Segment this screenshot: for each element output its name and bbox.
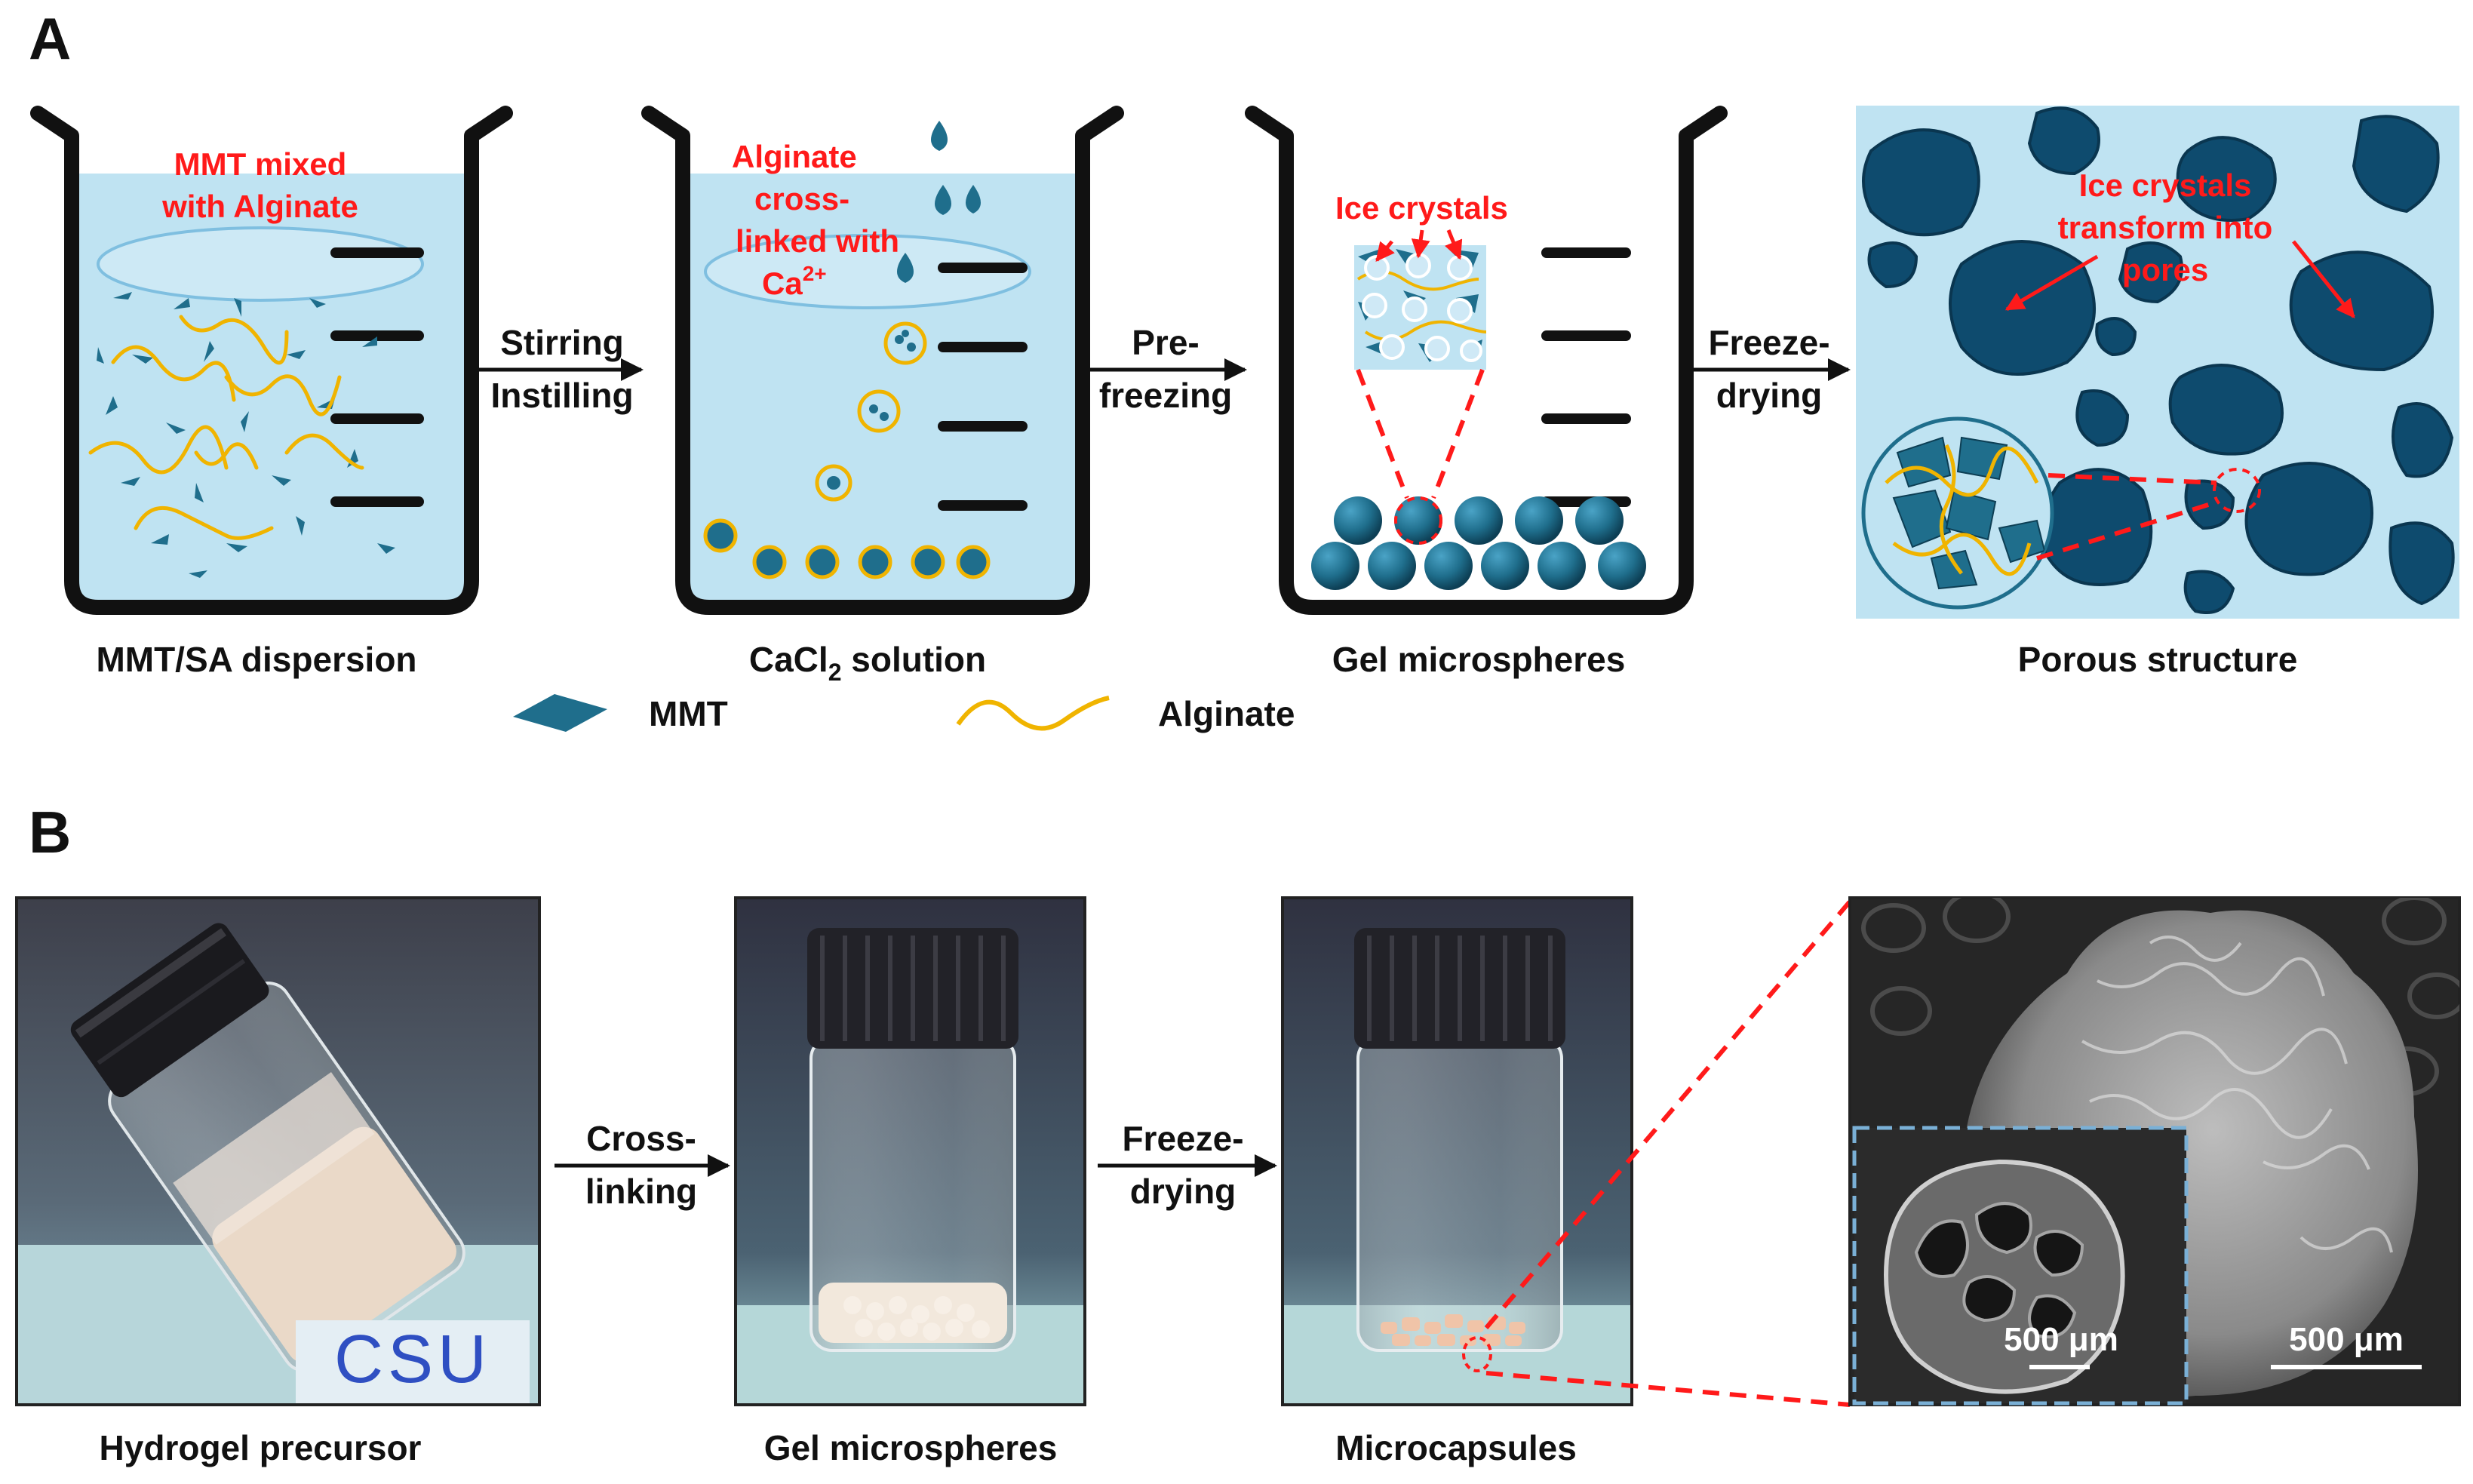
beaker3-gel-spheres bbox=[1311, 496, 1646, 590]
sem-connector-line bbox=[1484, 900, 1852, 1329]
beaker-gel-microspheres: Ice crystals Gel microspheres bbox=[1245, 106, 1728, 679]
beaker2-outline bbox=[641, 106, 1124, 615]
caption-cacl2-rest: solution bbox=[841, 640, 986, 679]
beaker1-label-line2: with Alginate bbox=[161, 189, 358, 224]
porous-structure-panel: Ice crystals transform into pores Porous… bbox=[1856, 106, 2459, 679]
beaker3-zoom-line bbox=[1431, 368, 1485, 499]
csu-label-card bbox=[296, 1320, 530, 1403]
caption-gel-microspheres-b: Gel microspheres bbox=[764, 1428, 1058, 1467]
arrow2-line1: Pre- bbox=[1132, 323, 1199, 362]
arrow-cross-linking: Cross- linking bbox=[555, 1119, 730, 1211]
beaker1-outline bbox=[30, 106, 513, 615]
caption-mmt-sa-dispersion: MMT/SA dispersion bbox=[96, 640, 416, 679]
porous-red-arrow bbox=[2005, 254, 2099, 312]
legend-alginate-swatch bbox=[956, 696, 1110, 731]
caption-microcapsules: Microcapsules bbox=[1335, 1428, 1577, 1467]
arrow-freeze-drying-b: Freeze- drying bbox=[1098, 1119, 1277, 1211]
beaker-cacl2-solution: Alginate cross- linked with Ca2+ CaCl2 s… bbox=[641, 106, 1124, 686]
arrowb2-line2: drying bbox=[1130, 1172, 1236, 1211]
beaker3-zoom-line bbox=[1356, 368, 1409, 499]
legend-alginate-label: Alginate bbox=[1158, 694, 1295, 733]
beaker3-zoom-ice-crystals bbox=[1354, 229, 1487, 370]
beaker2-label-line1: Alginate bbox=[732, 139, 857, 174]
beaker2-droplets bbox=[897, 121, 981, 283]
porous-label-line2: transform into bbox=[2058, 210, 2273, 245]
caption-cacl2-base: CaCl bbox=[749, 640, 828, 679]
beaker2-label-line3: linked with bbox=[736, 223, 899, 259]
beaker1-alginate-chains bbox=[88, 315, 364, 540]
beaker2-label-ca: Ca bbox=[762, 266, 803, 301]
caption-porous-structure: Porous structure bbox=[2018, 640, 2298, 679]
beaker-mmt-sa-dispersion: MMT mixed with Alginate MMT/SA dispersio… bbox=[30, 106, 513, 679]
beaker1-label-line1: MMT mixed bbox=[174, 146, 347, 182]
arrow-freeze-drying-a: Freeze- drying bbox=[1694, 323, 1851, 415]
arrow1-line2: Instilling bbox=[490, 376, 633, 415]
porous-zoom-lens bbox=[1861, 416, 2261, 610]
beaker2-label-ca-charge: 2+ bbox=[803, 262, 827, 285]
beaker3-outline bbox=[1245, 106, 1728, 615]
arrow-stirring-instilling: Stirring Instilling bbox=[477, 323, 644, 415]
arrow1-line1: Stirring bbox=[500, 323, 624, 362]
sem-image: 500 μm 500 μm bbox=[1848, 896, 2461, 1406]
porous-label-line1: Ice crystals bbox=[2079, 167, 2252, 203]
arrowb2-line1: Freeze- bbox=[1122, 1119, 1243, 1158]
caption-gel-microspheres-a: Gel microspheres bbox=[1332, 640, 1626, 679]
beaker1-surface bbox=[97, 226, 424, 302]
photo2-spheres bbox=[843, 1296, 990, 1341]
beaker2-label-line2: cross- bbox=[754, 181, 849, 217]
legend: MMT Alginate bbox=[513, 694, 1295, 733]
arrow3-line1: Freeze- bbox=[1708, 323, 1829, 362]
porous-red-arrow bbox=[2292, 240, 2355, 318]
sem-inset-scale-label: 500 μm bbox=[2004, 1321, 2118, 1358]
sem-main-scale-label: 500 μm bbox=[2289, 1321, 2404, 1358]
photo-hydrogel-precursor: CSU Hydrogel precursor bbox=[15, 896, 541, 1467]
photo-microcapsules: Microcapsules bbox=[1281, 896, 1633, 1467]
arrowb1-line1: Cross- bbox=[586, 1119, 696, 1158]
sem-inset-pores bbox=[1914, 1202, 2084, 1338]
beaker2-label-line4: Ca2+ bbox=[762, 262, 827, 301]
arrow2-line2: freezing bbox=[1099, 376, 1232, 415]
photo3-capsules bbox=[1381, 1314, 1525, 1346]
caption-cacl2-solution: CaCl2 solution bbox=[749, 640, 986, 686]
legend-mmt-swatch bbox=[513, 694, 607, 732]
csu-tag: CSU bbox=[334, 1322, 491, 1397]
panel-a-letter: A bbox=[29, 5, 71, 72]
sem-connector-line bbox=[1485, 1371, 1851, 1407]
sem-inset-capsule bbox=[1883, 1159, 2125, 1394]
photo-gel-microspheres: Gel microspheres bbox=[734, 896, 1086, 1467]
beaker2-forming-beads bbox=[703, 321, 991, 579]
caption-cacl2-subscript: 2 bbox=[828, 659, 842, 686]
arrow-pre-freezing: Pre- freezing bbox=[1086, 323, 1247, 415]
beaker1-mmt-platelets bbox=[97, 292, 395, 578]
panel-b-letter: B bbox=[29, 799, 71, 865]
beaker3-label-ice-crystals: Ice crystals bbox=[1335, 190, 1508, 226]
porous-label-line3: pores bbox=[2122, 252, 2208, 287]
arrowb1-line2: linking bbox=[585, 1172, 697, 1211]
legend-mmt-label: MMT bbox=[649, 694, 728, 733]
beaker2-surface bbox=[704, 234, 1031, 309]
arrow3-line2: drying bbox=[1716, 376, 1823, 415]
caption-hydrogel-precursor: Hydrogel precursor bbox=[100, 1428, 422, 1467]
